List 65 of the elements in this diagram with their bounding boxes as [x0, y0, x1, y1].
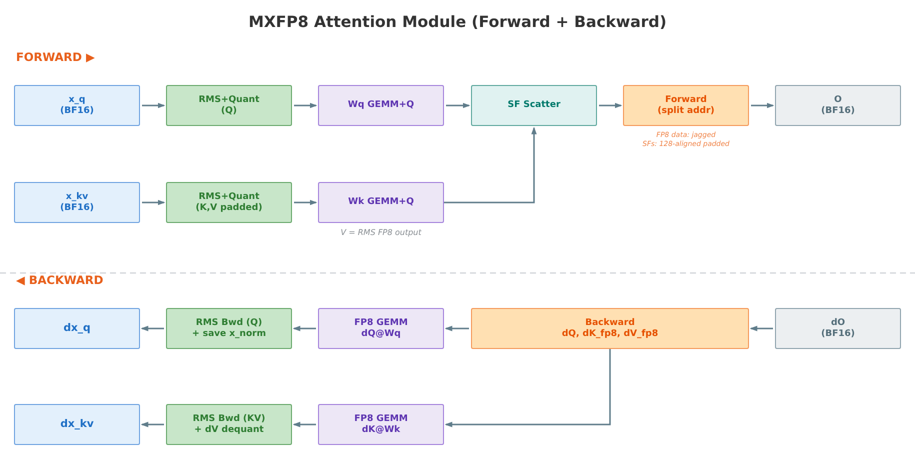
- process-box: [318, 308, 444, 349]
- arrow: [444, 126, 537, 204]
- note-text: V = RMS FP8 output: [340, 228, 422, 237]
- arrow: [140, 422, 164, 428]
- node-label: + dV dequant: [194, 424, 264, 436]
- process-box: [318, 85, 444, 126]
- process-box: [471, 308, 749, 349]
- node-label: FP8 GEMM: [354, 318, 408, 328]
- node-label: x_q: [68, 94, 86, 106]
- node-label: dx_kv: [60, 419, 94, 430]
- process-box: [318, 404, 444, 445]
- node-label: Forward: [665, 94, 707, 106]
- arrow: [142, 200, 166, 206]
- node-label: (BF16): [60, 106, 94, 116]
- node-label: RMS+Quant: [198, 192, 260, 202]
- input-box: [14, 308, 140, 349]
- diagram-title: MXFP8 Attention Module (Forward + Backward): [247, 12, 668, 33]
- section-heading: FORWARD ▶: [16, 49, 95, 66]
- node-label: RMS Bwd (KV): [192, 414, 266, 424]
- arrow: [444, 326, 469, 332]
- node-label: (BF16): [60, 202, 94, 214]
- node-label: (BF16): [821, 328, 855, 340]
- node-label: dQ@Wq: [361, 328, 401, 340]
- node-label: (BF16): [821, 106, 855, 116]
- node-label: RMS Bwd (Q): [196, 318, 262, 328]
- node-label: x_kv: [66, 192, 88, 202]
- input-box: [14, 404, 140, 445]
- node-label: O: [834, 94, 842, 106]
- arrow: [292, 422, 316, 428]
- output-box: [775, 85, 901, 126]
- input-box: [14, 182, 140, 223]
- process-box: [166, 182, 292, 223]
- arrow: [292, 326, 316, 332]
- process-box: [623, 85, 749, 126]
- node-label: Wq GEMM+Q: [348, 100, 414, 111]
- node-label: (K,V padded): [196, 202, 262, 214]
- arrow: [751, 102, 774, 108]
- node-label: dK@Wk: [362, 424, 400, 436]
- section-heading: ◀ BACKWARD: [16, 272, 104, 289]
- process-box: [318, 182, 444, 223]
- node-label: (Q): [221, 106, 237, 116]
- process-box: [166, 308, 292, 349]
- node-label: + save x_norm: [192, 328, 266, 340]
- arrow: [294, 200, 318, 206]
- node-label: (split addr): [657, 106, 715, 116]
- output-box: [775, 308, 901, 349]
- input-box: [14, 85, 140, 126]
- arrow: [446, 102, 470, 108]
- node-label: dO: [830, 318, 846, 328]
- node-label: SF Scatter: [508, 100, 560, 111]
- node-label: dx_q: [63, 323, 91, 334]
- arrow: [142, 102, 166, 108]
- process-box: [471, 85, 597, 126]
- node-label: Backward: [585, 318, 635, 328]
- process-box: [166, 85, 292, 126]
- process-box: [166, 404, 292, 445]
- arrow: [294, 102, 318, 108]
- node-label: Wk GEMM+Q: [348, 197, 414, 208]
- arrow: [599, 102, 622, 108]
- arrow: [444, 349, 611, 428]
- node-label: FP8 GEMM: [354, 414, 408, 424]
- arrow: [750, 326, 773, 332]
- node-label: RMS+Quant: [198, 94, 260, 106]
- node-label: dQ, dK_fp8, dV_fp8: [562, 328, 658, 340]
- arrow: [140, 326, 164, 332]
